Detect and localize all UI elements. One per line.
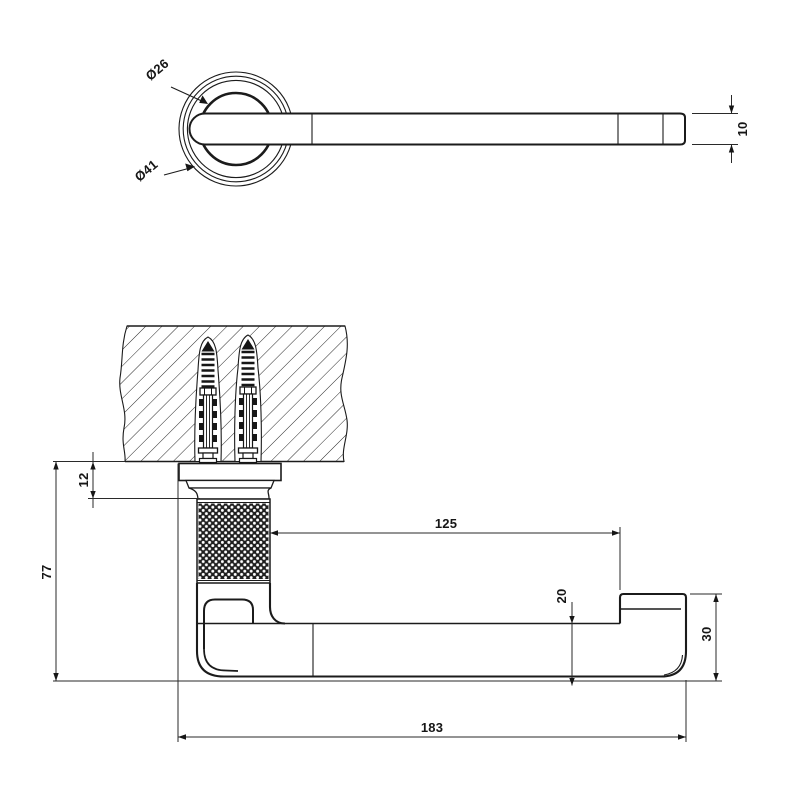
dim-label-arm-inner-length: 125 [435, 516, 457, 531]
flange-plate [178, 462, 282, 482]
knurled-collar [196, 498, 271, 584]
screw-tip [201, 341, 215, 352]
dimension-total-depth: 77 [39, 461, 59, 681]
plug-body [202, 394, 214, 449]
dim-label-total-length: 183 [421, 720, 443, 735]
bar-segment-lines [311, 114, 664, 144]
dim-label-inner-diameter: Ø26 [143, 56, 172, 84]
leader-arrow [185, 163, 195, 172]
dim-label-end-height: 30 [699, 627, 714, 642]
screw-head-flange [238, 457, 258, 464]
label-outer-diameter: Ø41 [132, 157, 195, 185]
plug-flange [237, 447, 259, 454]
screw-head-flange [198, 457, 218, 464]
screw-tip [241, 339, 255, 350]
dim-label-bar-thickness: 10 [735, 122, 750, 137]
wall-hatch-area [119, 325, 348, 463]
knurl-texture [198, 503, 269, 579]
label-inner-diameter: Ø26 [143, 56, 208, 104]
dimension-lines: 12 77 125 20 [39, 452, 722, 742]
tube-inner-bend [203, 598, 254, 649]
dimension-flange-offset: 12 [76, 452, 96, 508]
dimension-bar-thickness: 10 [692, 95, 750, 163]
wall-anchor-left [197, 341, 219, 464]
holder-bar-plan [188, 112, 686, 146]
dimension-arm-height: 20 [554, 589, 575, 686]
plug-ribs [199, 399, 217, 442]
plug-body [242, 393, 254, 449]
dim-label-arm-height: 20 [554, 589, 569, 604]
mounting-flange [178, 462, 282, 500]
end-stop-inner-corner [663, 654, 684, 676]
flange-lip [185, 479, 275, 489]
screw-thread [241, 350, 255, 387]
wall-section [119, 325, 348, 463]
wall-anchor-right [237, 339, 259, 464]
flange-neck [188, 487, 272, 500]
plug-ribs [239, 398, 257, 441]
dim-label-outer-diameter: Ø41 [132, 157, 161, 185]
dim-label-total-depth: 77 [39, 565, 54, 580]
plug-flange [197, 447, 219, 454]
top-view: 10 Ø26 Ø41 [132, 56, 750, 187]
dimension-end-height: 30 [699, 594, 719, 681]
side-view: 12 77 125 20 [39, 325, 722, 742]
holder-body [195, 583, 688, 678]
plug-collar [239, 386, 257, 395]
tube-inner-corner [203, 648, 239, 672]
screw-head [242, 452, 254, 460]
plug-collar [199, 387, 217, 396]
holder-outline [195, 583, 688, 678]
screw-head [202, 452, 214, 460]
dimension-arm-inner-length: 125 [270, 516, 620, 536]
dim-label-flange-offset: 12 [76, 473, 91, 488]
dimension-total-length: 183 [178, 720, 686, 740]
screw-thread [201, 352, 215, 388]
leader-arrow [199, 95, 208, 104]
